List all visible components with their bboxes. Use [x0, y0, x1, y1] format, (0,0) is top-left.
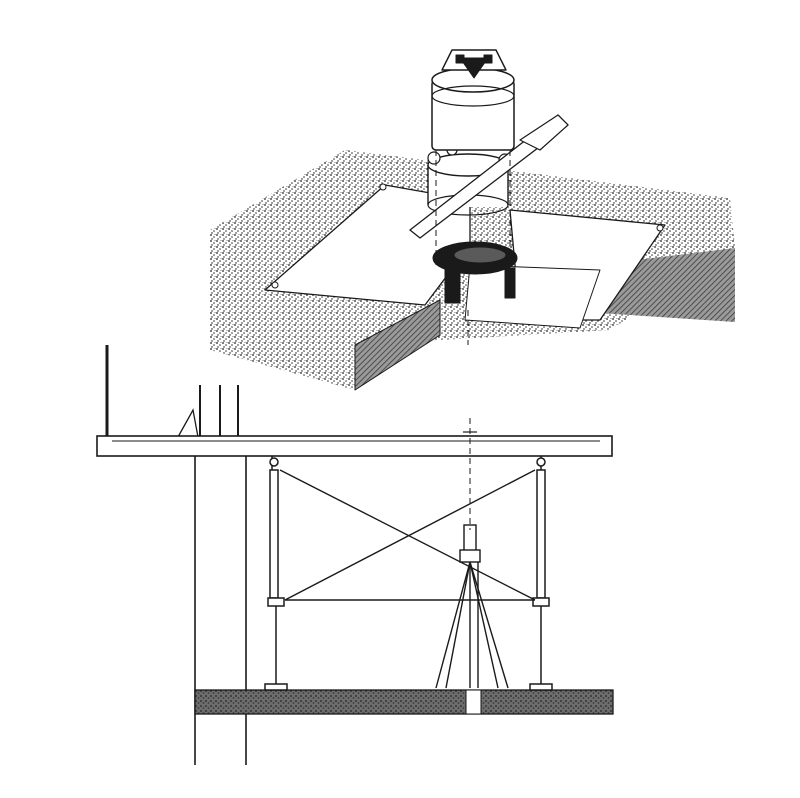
upper-floor-slab: [96, 435, 613, 457]
cross-bracing: [279, 469, 536, 601]
slab-front-edge: [210, 305, 355, 390]
template-plate-lower: [464, 264, 601, 329]
slab-side-edge: [354, 299, 441, 391]
shoring-props: [264, 456, 553, 691]
lower-floor-slab: [194, 689, 614, 715]
top-isometric-detail: [210, 49, 735, 391]
bottom-section-view: [96, 345, 614, 765]
plumb-laser-instrument-icon: [431, 49, 515, 151]
tripod-icon: [435, 524, 509, 689]
template-plate-left: [264, 184, 471, 306]
